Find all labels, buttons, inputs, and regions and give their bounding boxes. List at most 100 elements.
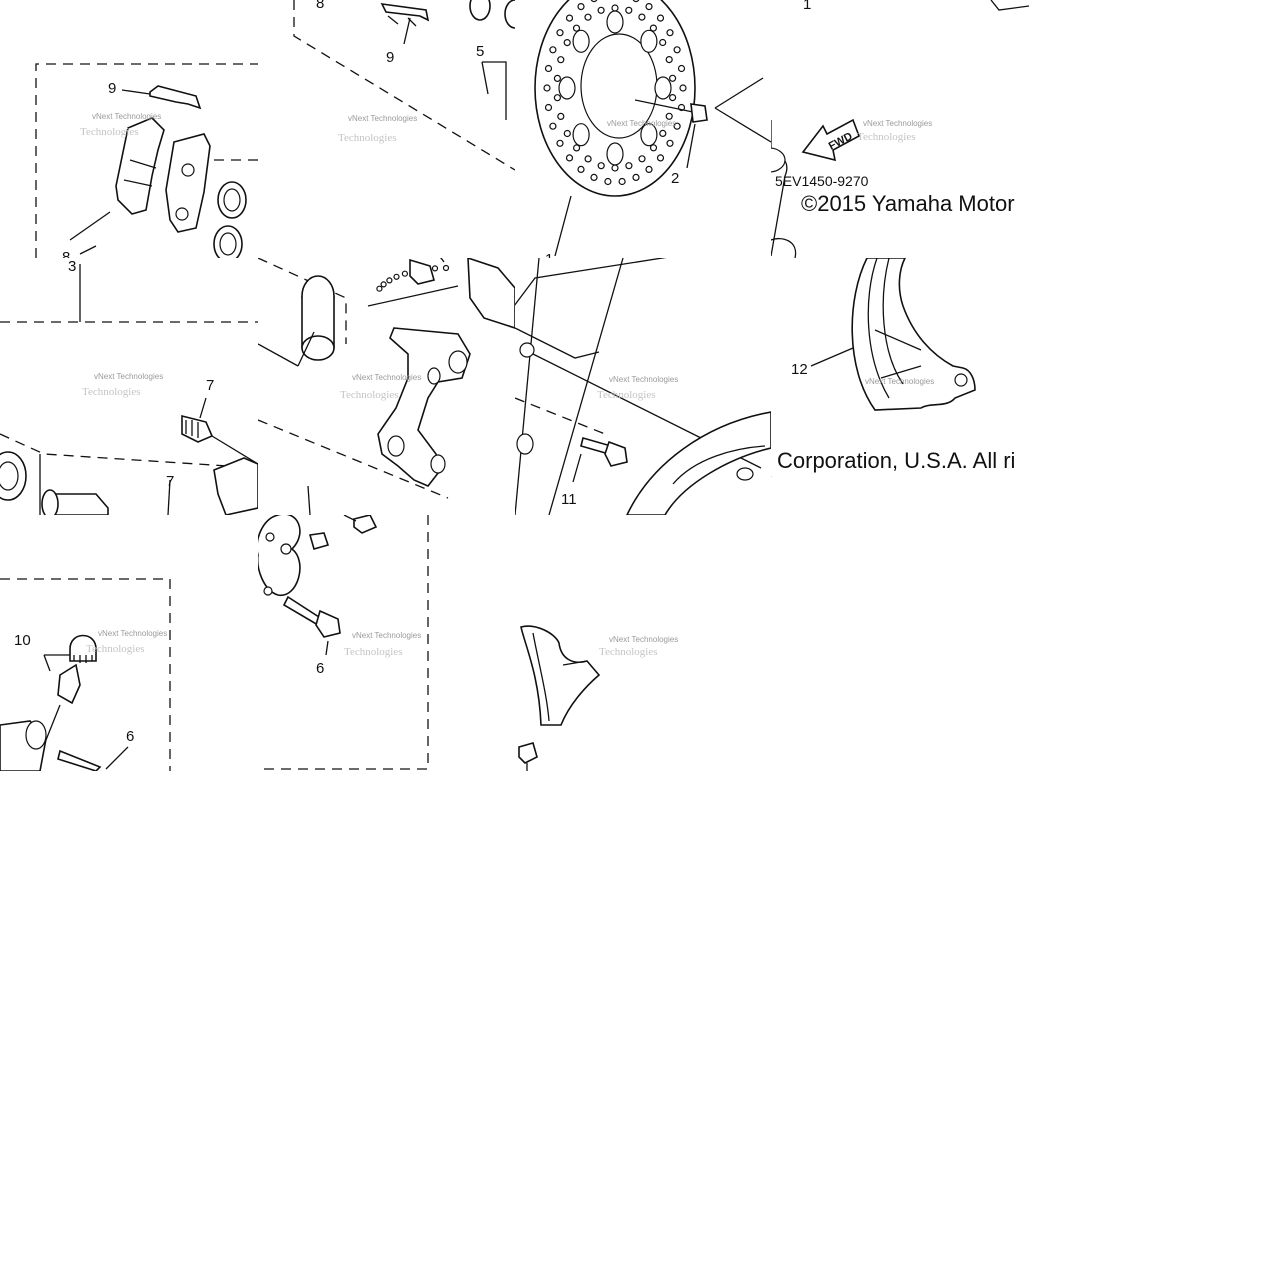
disc-slot bbox=[572, 123, 590, 147]
disc-drill-hole bbox=[577, 2, 585, 11]
watermark: vNext Technologies bbox=[92, 112, 161, 121]
disc-drill-hole bbox=[565, 14, 574, 22]
callout-1: 1 bbox=[545, 251, 553, 258]
disc-drill-hole bbox=[665, 112, 673, 120]
callout-9b: 9 bbox=[386, 49, 394, 66]
watermark-ghost-10: Technologies bbox=[344, 646, 403, 658]
callout-9: 9 bbox=[108, 80, 116, 97]
watermark-ghost-5: Technologies bbox=[82, 386, 141, 398]
disc-drill-hole bbox=[649, 24, 657, 32]
slide-pin bbox=[282, 595, 324, 627]
disc-drill-hole bbox=[590, 0, 598, 3]
watermark-ghost-6: Technologies bbox=[340, 389, 399, 401]
disc-drill-hole bbox=[632, 173, 640, 181]
callout-12: 12 bbox=[791, 361, 808, 378]
tile-fork-bolt-11: 11 vNext Technologies Technologies bbox=[515, 258, 771, 515]
diagram-code: 5EV1450-9270 bbox=[775, 173, 869, 189]
watermark-ghost: Technologies bbox=[80, 126, 139, 138]
watermark-ghost-7: Technologies bbox=[597, 389, 656, 401]
disc-drill-hole bbox=[386, 277, 393, 284]
disc-slot bbox=[606, 142, 624, 166]
watermark-5: vNext Technologies bbox=[94, 372, 163, 381]
disc-drill-hole bbox=[553, 74, 562, 83]
bleeder-cap-7 bbox=[181, 414, 214, 443]
bleeder-cap-10 bbox=[69, 634, 97, 662]
disc-drill-hole bbox=[679, 84, 687, 92]
disc-drill-hole bbox=[597, 162, 605, 170]
disc-drill-hole bbox=[656, 154, 665, 162]
brake-pad bbox=[115, 117, 165, 215]
brake-pad-shim bbox=[165, 133, 211, 233]
disc-drill-hole bbox=[563, 38, 571, 47]
disc-drill-hole bbox=[597, 6, 605, 14]
disc-drill-hole bbox=[556, 29, 564, 37]
disc-drill-hole bbox=[577, 165, 585, 173]
watermark-2: vNext Technologies bbox=[348, 114, 417, 123]
disc-drill-hole bbox=[604, 177, 612, 186]
tile-disc-top: 8 9 5 vNext Technologies Technologies bbox=[258, 0, 515, 258]
tile-guard-bracket: vNext Technologies Technologies bbox=[515, 515, 771, 771]
disc-drill-hole bbox=[553, 94, 562, 102]
tile-fwd-copyright: 1 FWD vNext Technologies Technologies 5E… bbox=[771, 0, 1029, 258]
disc-drill-hole bbox=[625, 162, 633, 170]
disc-drill-hole bbox=[557, 56, 565, 64]
disc-drill-hole bbox=[549, 46, 557, 54]
tile-caliper-bracket: vNext Technologies Technologies bbox=[258, 258, 515, 515]
disc-drill-hole bbox=[431, 265, 439, 272]
disc-drill-hole bbox=[645, 165, 653, 173]
callout-7: 7 bbox=[206, 377, 214, 394]
disc-slot bbox=[640, 29, 658, 53]
disc-drill-hole bbox=[401, 270, 408, 277]
disc-drill-hole bbox=[549, 122, 557, 130]
tile-caliper-seals: 3 7 7 vNext Technologies Technologies bbox=[0, 258, 258, 515]
watermark-ghost-11: Technologies bbox=[599, 646, 658, 658]
disc-drill-hole bbox=[544, 103, 553, 112]
disc-drill-hole bbox=[376, 285, 383, 292]
pad-clip bbox=[149, 85, 202, 110]
disc-slot bbox=[640, 123, 658, 147]
disc-drill-hole bbox=[666, 29, 674, 37]
callout-1-top: 1 bbox=[803, 0, 811, 13]
disc-drill-hole bbox=[649, 144, 658, 152]
callout-10: 10 bbox=[14, 632, 31, 649]
copyright-line-1: ©2015 Yamaha Motor bbox=[801, 191, 1015, 216]
disc-drill-hole bbox=[544, 64, 553, 73]
bolt-2 bbox=[690, 103, 708, 123]
callout-6b: 6 bbox=[316, 660, 324, 677]
tile-disc-guard-12: 12 vNext Technologies Corporation, U.S.A… bbox=[771, 258, 1029, 515]
tile-slide-pin-6: 6 vNext Technologies Technologies bbox=[258, 515, 515, 771]
tile-brake-pads: 9 8 vNext Technologies Technologies bbox=[0, 0, 258, 258]
watermark-6: vNext Technologies bbox=[352, 373, 421, 382]
callout-5: 5 bbox=[476, 43, 484, 60]
disc-drill-hole bbox=[393, 273, 400, 280]
disc-drill-hole bbox=[645, 2, 653, 11]
disc-drill-hole bbox=[677, 64, 686, 73]
watermark-9: vNext Technologies bbox=[98, 629, 167, 638]
disc-drill-hole bbox=[380, 281, 387, 288]
disc-drill-hole bbox=[442, 264, 450, 272]
disc-drill-hole bbox=[556, 139, 564, 147]
watermark-10: vNext Technologies bbox=[352, 631, 421, 640]
watermark-8: vNext Technologies bbox=[865, 377, 934, 386]
disc-drill-hole bbox=[611, 4, 619, 12]
guard-bolt bbox=[518, 742, 538, 764]
disc-drill-hole bbox=[666, 139, 674, 147]
disc-drill-hole bbox=[659, 129, 667, 137]
disc-drill-hole bbox=[590, 173, 598, 181]
disc-drill-hole bbox=[673, 46, 681, 54]
disc-drill-hole bbox=[565, 154, 574, 162]
watermark-ghost-4: Technologies bbox=[857, 131, 916, 143]
tile-bleeder-10: 10 6 vNext Technologies Technologies bbox=[0, 515, 258, 771]
callout-2: 2 bbox=[671, 170, 679, 187]
disc-drill-hole bbox=[665, 55, 673, 64]
watermark-4: vNext Technologies bbox=[863, 119, 932, 128]
watermark-3: vNext Technologies bbox=[607, 119, 676, 128]
watermark-ghost-2: Technologies bbox=[338, 132, 397, 144]
disc-drill-hole bbox=[638, 155, 646, 163]
callout-3: 3 bbox=[68, 258, 76, 275]
disc-slot bbox=[654, 76, 672, 100]
disc-drill-hole bbox=[618, 177, 626, 186]
callout-8: 8 bbox=[62, 249, 70, 258]
copyright-line-2: Corporation, U.S.A. All ri bbox=[777, 448, 1015, 473]
